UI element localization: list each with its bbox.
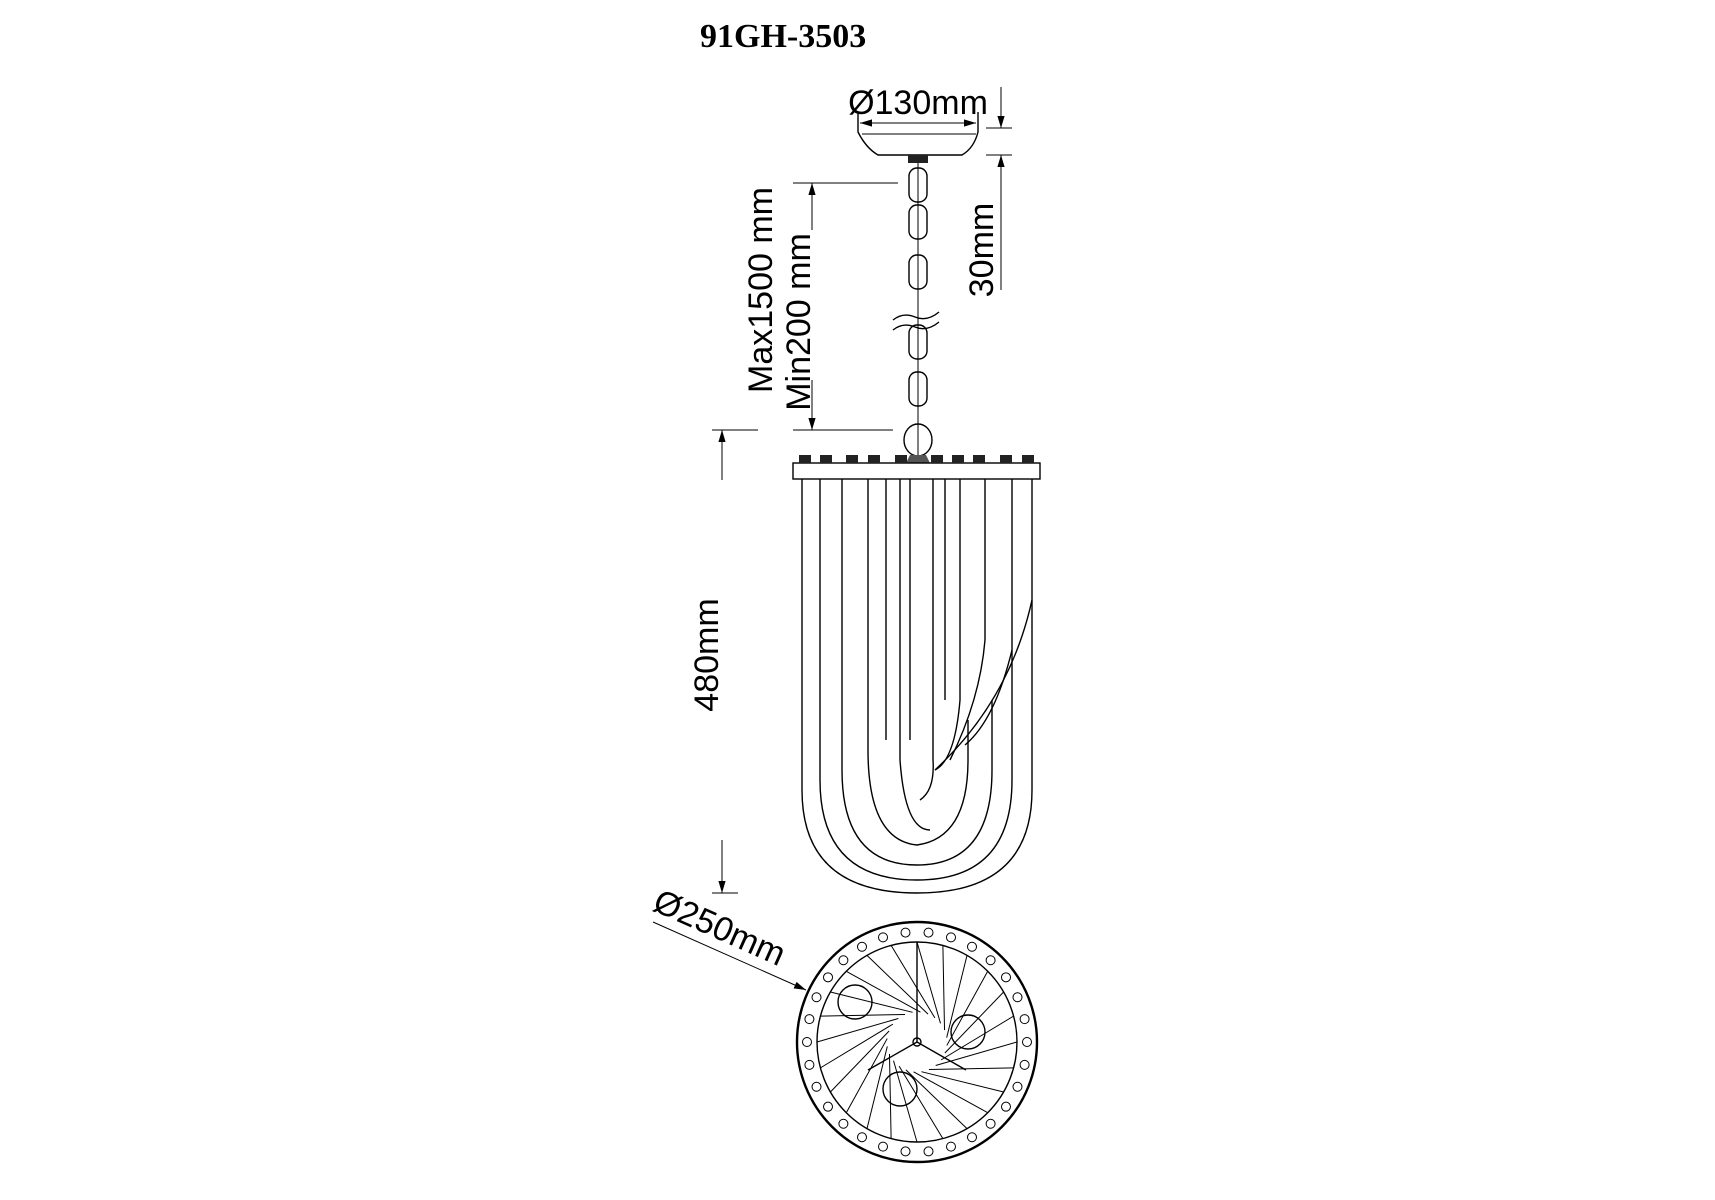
glass-rod [846,970,921,1013]
rim-hole [804,1059,815,1070]
glass-rod [893,1060,918,1143]
glass-rod [928,1067,1014,1071]
canopy [857,112,979,163]
glass-rod [816,1018,899,1043]
glass-rod [888,1053,892,1139]
glass-rod [866,955,929,1015]
rim-hole [823,972,834,983]
rim-hole [1000,1101,1011,1112]
rim-hole [857,1132,867,1143]
rim-hole [900,1146,911,1157]
chain-min-label: Min200 mm [780,233,818,411]
rim-hole [1019,1059,1030,1070]
rim-hole [945,932,956,943]
glass-rod [942,945,946,1031]
body-diameter-dimension [652,921,807,991]
body-height-label: 480mm [688,598,726,711]
chain-length-dimension [793,182,898,431]
glass-rod [940,1015,1014,1061]
rim-hole [802,1037,812,1047]
glass-rod [913,1071,988,1114]
rim-hole [985,1118,996,1129]
rim-hole [857,941,867,952]
rim-hole [985,955,996,966]
glass-rod [830,991,913,1013]
chain-max-label: Max1500 mm [742,187,780,393]
rim-hole [838,1118,849,1129]
canopy-height-label: 30mm [963,203,1001,297]
glass-rod [905,1069,968,1129]
rim-hole [878,1141,889,1152]
rim-hole [900,927,911,938]
body-diameter-label: Ø250mm [648,882,791,974]
rim-hole [811,1081,822,1092]
rim-hole [923,927,934,938]
glass-rod [845,1038,888,1113]
rim-hole [945,1141,956,1152]
glass-rod [898,1065,944,1139]
glass-rod [946,971,989,1046]
bottom-view [795,920,1039,1164]
glass-rod [946,955,968,1038]
model-title: 91GH-3503 [700,18,866,55]
rim-hole [1012,1081,1023,1092]
rim-hole [811,992,822,1003]
rim-hole [967,941,977,952]
rim-hole [1019,1014,1030,1025]
rim-hole [838,955,849,966]
glass-rod [935,1041,1018,1066]
rim-hole [804,1014,815,1025]
glass-rod [944,991,1004,1054]
rim-hole [1012,992,1023,1003]
glass-rod [820,1013,906,1017]
rim-hole [1022,1037,1032,1047]
rim-hole [823,1101,834,1112]
rim-hole [923,1146,934,1157]
canopy-height-dimension [986,87,1012,290]
canopy-diameter-label: Ø130mm [848,84,988,122]
rim-hole [878,932,889,943]
body-height-dimension [712,429,758,894]
glass-rod [921,1071,1004,1093]
glass-rod [830,1030,890,1093]
rim-hole [967,1132,977,1143]
glass-rod [890,945,936,1019]
glass-rod [916,941,941,1024]
glass-rod [866,1046,888,1129]
chain [892,163,940,463]
lamp-body [792,455,1041,894]
rim-hole [1000,972,1011,983]
glass-rod [820,1023,894,1069]
